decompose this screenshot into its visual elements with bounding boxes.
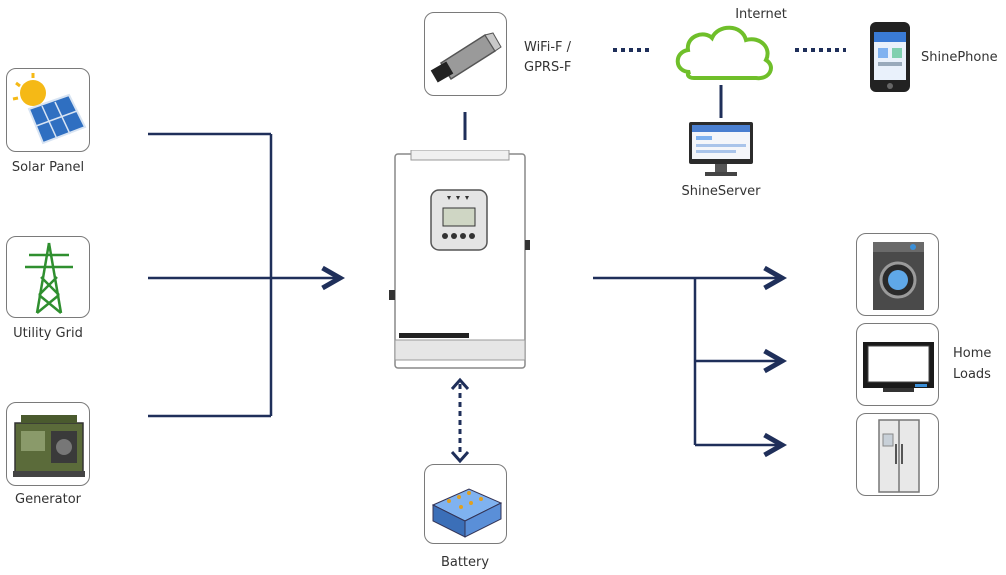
home-loads-line2: Loads <box>953 367 991 382</box>
inverter-unit <box>389 150 530 369</box>
wifi-label-line1: WiFi-F / <box>524 40 572 55</box>
output-bus <box>593 278 782 445</box>
utility-grid-label: Utility Grid <box>13 326 83 341</box>
tv-box <box>856 323 939 406</box>
shinephone-label: ShinePhone <box>921 50 998 65</box>
wifi-label-line2: GPRS-F <box>524 60 572 75</box>
solar-panel-icon <box>12 73 87 145</box>
internet-label: Internet <box>735 7 787 22</box>
generator-box <box>6 402 90 486</box>
refrigerator-icon <box>878 419 920 493</box>
input-bus <box>148 132 340 418</box>
internet-cloud-icon <box>675 25 773 81</box>
generator-icon <box>13 415 85 477</box>
solar-panel-box <box>6 68 90 152</box>
tv-icon <box>863 342 934 392</box>
wifi-dongle-icon <box>430 32 502 83</box>
smartphone-icon <box>870 22 910 92</box>
battery-link <box>450 377 470 464</box>
generator-label: Generator <box>14 492 82 507</box>
washing-machine-box <box>856 233 939 316</box>
washing-machine-icon <box>873 242 924 310</box>
refrigerator-box <box>856 413 939 496</box>
wifi-module-box <box>424 12 507 96</box>
shineserver-label: ShineServer <box>681 184 761 199</box>
utility-grid-box <box>6 236 90 318</box>
solar-panel-label: Solar Panel <box>11 160 85 175</box>
server-monitor-icon <box>689 122 753 176</box>
battery-icon <box>431 488 503 538</box>
battery-box <box>424 464 507 544</box>
home-loads-line1: Home <box>953 346 992 361</box>
utility-tower-icon <box>25 242 73 314</box>
battery-label: Battery <box>440 555 490 570</box>
